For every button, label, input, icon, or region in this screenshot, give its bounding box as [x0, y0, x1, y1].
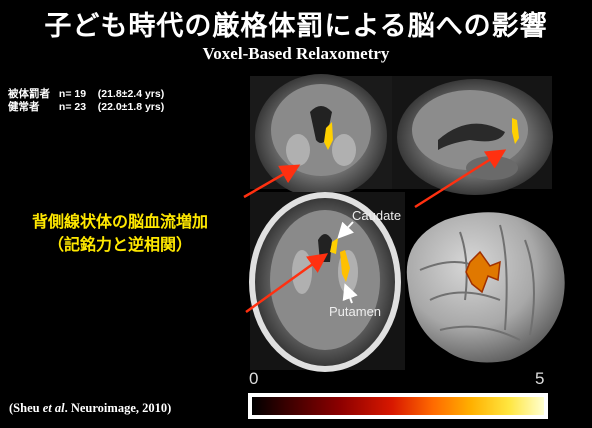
label-putamen: Putamen	[329, 304, 382, 319]
surface-brain-render	[406, 212, 565, 363]
group-n: n= 23	[58, 101, 87, 113]
colorbar-max: 5	[535, 369, 545, 388]
arrow-to-coronal	[243, 164, 301, 199]
slide-title: 子ども時代の厳格体罰による脳への影響	[44, 11, 548, 42]
sagittal-slice	[392, 76, 553, 195]
arrow-to-sagittal	[414, 149, 507, 209]
finding-subtext: （記銘力と逆相関）	[47, 235, 192, 254]
activation-surface	[465, 250, 501, 294]
activation-blob	[324, 122, 333, 150]
citation: (Sheu et al. Neuroimage, 2010)	[9, 401, 171, 416]
label-caudate: Caudate	[352, 208, 402, 223]
axial-slice	[249, 192, 405, 372]
group-row-punished: 被体罰者 n= 19 (21.8±2.4 yrs)	[8, 86, 164, 101]
group-n: n= 19	[58, 88, 87, 100]
colorbar	[252, 397, 544, 415]
slide-subtitle: Voxel-Based Relaxometry	[202, 44, 390, 63]
activation-putamen	[340, 250, 350, 282]
finding-text: 背側線状体の脳血流増加	[31, 212, 208, 231]
group-age: (21.8±2.4 yrs)	[97, 88, 165, 100]
arrow-to-axial	[245, 253, 329, 314]
group-label: 被体罰者	[8, 88, 50, 100]
activation-caudate	[330, 238, 338, 254]
putamen-pointer	[342, 283, 358, 304]
coronal-slice	[250, 74, 392, 198]
citation-etal: et al	[42, 401, 65, 415]
group-age: (22.0±1.8 yrs)	[97, 101, 165, 113]
caudate-pointer	[337, 221, 355, 239]
citation-author: (Sheu	[9, 401, 43, 415]
group-row-control: 健常者 n= 23 (22.0±1.8 yrs)	[8, 99, 164, 114]
colorbar-min: 0	[249, 369, 259, 388]
citation-rest: . Neuroimage, 2010)	[64, 401, 172, 415]
group-label: 健常者	[8, 101, 40, 113]
activation-blob	[512, 118, 519, 144]
